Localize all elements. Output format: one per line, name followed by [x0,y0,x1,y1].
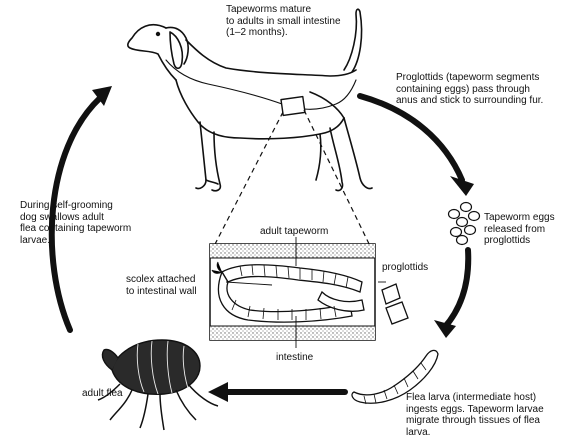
label-flea-larva: Flea larva (intermediate host) ingests e… [406,392,544,438]
arrow-dog-to-eggs [360,96,462,180]
label-adult-flea: adult flea [82,388,123,400]
proglottid-segment [386,302,408,324]
label-scolex: scolex attached to intestinal wall [126,274,197,297]
intestine-inset [210,237,386,348]
tapeworm-eggs [449,203,480,245]
label-self-grooming: During self-grooming dog swallows adult … [20,200,131,246]
egg [457,236,468,245]
detached-proglottids [382,284,408,324]
egg [465,226,476,235]
egg [457,218,468,227]
egg [451,228,462,237]
label-proglottids: proglottids [382,262,428,274]
label-proglottids-pass: Proglottids (tapeworm segments containin… [396,72,543,107]
label-adult-tapeworm: adult tapeworm [260,226,328,238]
adult-flea [98,340,218,430]
egg [449,210,460,219]
label-tapeworm-eggs: Tapeworm eggs released from proglottids [484,212,555,247]
intestine-highlight-box [281,97,305,116]
proglottid-segment [382,284,400,304]
label-tapeworms-mature: Tapeworms mature to adults in small inte… [226,4,341,39]
arrowhead-flea [208,382,228,402]
egg [461,203,472,212]
arrow-eggs-to-larva [444,250,468,328]
label-intestine: intestine [276,352,313,364]
egg [469,212,480,221]
